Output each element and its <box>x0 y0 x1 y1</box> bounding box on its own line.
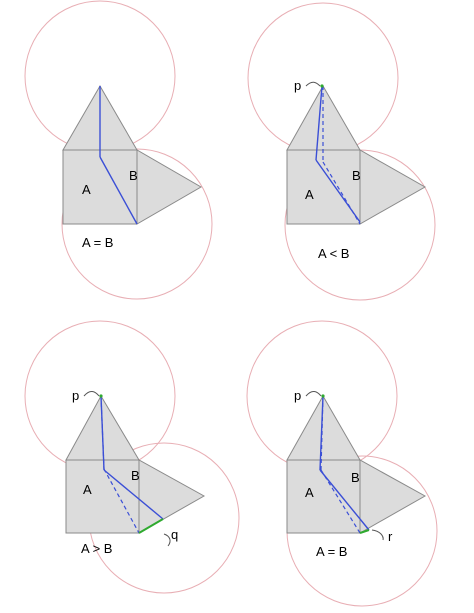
pointer-arrow-p <box>305 391 322 397</box>
point-label-p: p <box>294 388 301 403</box>
path-segment-b <box>315 159 361 223</box>
extra-segment <box>359 529 370 534</box>
extra-segment <box>138 518 164 534</box>
label-a: A <box>83 482 92 497</box>
path-segment-a <box>315 85 323 161</box>
pointer-arrow-p <box>83 391 100 397</box>
end-label-r: r <box>388 529 393 544</box>
panel-top-right: p A B A < B <box>247 2 436 301</box>
square <box>286 459 361 534</box>
end-label-q: q <box>171 527 178 542</box>
side-triangle <box>359 149 427 225</box>
top-triangle <box>286 394 361 461</box>
point-label-p: p <box>72 388 79 403</box>
square <box>65 459 140 534</box>
point-p <box>320 84 324 88</box>
label-a: A <box>82 182 91 197</box>
path-segment-b <box>99 156 138 225</box>
path-segment-b <box>103 469 164 520</box>
pointer-arrow <box>305 81 321 87</box>
label-a: A <box>305 187 314 202</box>
caption: A > B <box>81 541 112 556</box>
caption: A = B <box>316 544 347 559</box>
label-b: B <box>351 470 360 485</box>
square <box>286 149 361 225</box>
straight-dashed-path-b <box>103 468 140 534</box>
corner-circle <box>61 148 213 300</box>
pointer-arrow-q <box>163 533 171 547</box>
side-triangle <box>136 149 202 225</box>
caption: A = B <box>82 235 113 250</box>
side-triangle <box>359 459 427 534</box>
caption: A < B <box>318 246 349 261</box>
point-label-p: p <box>294 78 301 93</box>
point-p <box>321 394 325 398</box>
panel-bottom-right: p r A B A = B <box>246 320 438 607</box>
straight-dashed-path-b <box>320 469 361 534</box>
path-segment-b <box>319 469 370 531</box>
square <box>62 149 138 225</box>
label-b: B <box>352 168 361 183</box>
side-triangle <box>138 459 206 534</box>
point-p <box>99 394 103 398</box>
path-segment-a <box>100 395 105 471</box>
panel-bottom-left: p q A B A > B <box>24 320 240 594</box>
label-b: B <box>129 168 138 183</box>
label-b: B <box>131 468 140 483</box>
straight-dashed-path-b <box>322 161 361 225</box>
path-segment-a <box>319 395 324 471</box>
label-a: A <box>305 485 314 500</box>
panel-top-left: A B A = B <box>24 0 213 300</box>
pointer-arrow-r <box>371 529 384 541</box>
